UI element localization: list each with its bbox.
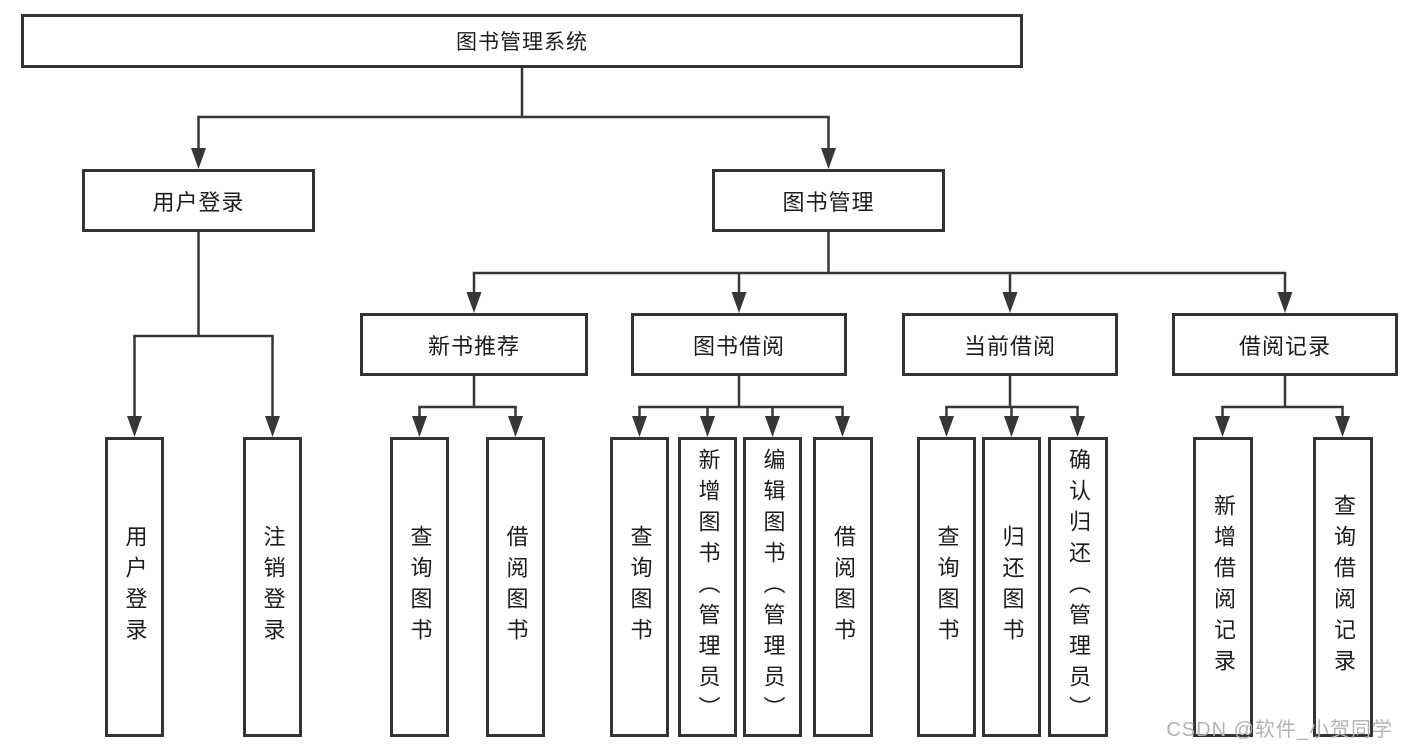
leaf-add-borrow-record: 新增借阅记录 bbox=[1193, 437, 1253, 737]
leaf-add-books-admin: 新增图书（管理员） bbox=[678, 437, 737, 737]
leaf-borrow-books-recommend: 借阅图书 bbox=[486, 437, 545, 737]
node-label: 查询图书 bbox=[934, 525, 960, 649]
node-book-management: 图书管理 bbox=[712, 169, 945, 232]
node-label: 查询图书 bbox=[627, 525, 653, 649]
leaf-edit-books-admin: 编辑图书（管理员） bbox=[743, 437, 802, 737]
node-label: 借阅图书 bbox=[831, 525, 856, 649]
node-label: 用户登录 bbox=[122, 525, 148, 649]
leaf-user-login: 用户登录 bbox=[105, 437, 164, 737]
node-label: 新书推荐 bbox=[427, 333, 520, 359]
node-label: 确认归还（管理员） bbox=[1066, 447, 1091, 727]
leaf-query-borrow-record: 查询借阅记录 bbox=[1313, 437, 1373, 737]
node-book-borrowing: 图书借阅 bbox=[631, 313, 847, 376]
node-new-book-recommend: 新书推荐 bbox=[360, 313, 588, 376]
node-label: 借阅记录 bbox=[1238, 333, 1331, 359]
leaf-borrow-books: 借阅图书 bbox=[813, 437, 873, 737]
node-label: 当前借阅 bbox=[963, 333, 1056, 359]
node-label: 编辑图书（管理员） bbox=[760, 447, 786, 727]
node-label: 新增借阅记录 bbox=[1211, 494, 1236, 680]
leaf-query-books-recommend: 查询图书 bbox=[390, 437, 449, 737]
node-label: 注销登录 bbox=[260, 525, 286, 649]
node-label: 图书管理系统 bbox=[456, 31, 588, 54]
leaf-confirm-return-admin: 确认归还（管理员） bbox=[1048, 437, 1108, 737]
node-current-borrowing: 当前借阅 bbox=[902, 313, 1118, 376]
node-label: 图书借阅 bbox=[692, 333, 785, 359]
node-label: 查询借阅记录 bbox=[1331, 494, 1356, 680]
node-borrowing-records: 借阅记录 bbox=[1172, 313, 1398, 376]
node-library-management-system: 图书管理系统 bbox=[21, 14, 1023, 68]
leaf-logout: 注销登录 bbox=[243, 437, 302, 737]
node-label: 借阅图书 bbox=[503, 525, 529, 649]
leaf-query-books-borrowing: 查询图书 bbox=[610, 437, 669, 737]
node-label: 图书管理 bbox=[782, 189, 875, 215]
leaf-query-books-current: 查询图书 bbox=[917, 437, 976, 737]
csdn-watermark: CSDN @软件_小贺同学 bbox=[1166, 719, 1393, 741]
node-label: 用户登录 bbox=[152, 189, 245, 215]
node-user-login: 用户登录 bbox=[82, 169, 315, 232]
connector-arrowheads bbox=[127, 148, 1350, 437]
node-label: 新增图书（管理员） bbox=[695, 447, 721, 727]
node-label: 查询图书 bbox=[407, 525, 433, 649]
node-label: 归还图书 bbox=[999, 525, 1025, 649]
leaf-return-books: 归还图书 bbox=[982, 437, 1041, 737]
